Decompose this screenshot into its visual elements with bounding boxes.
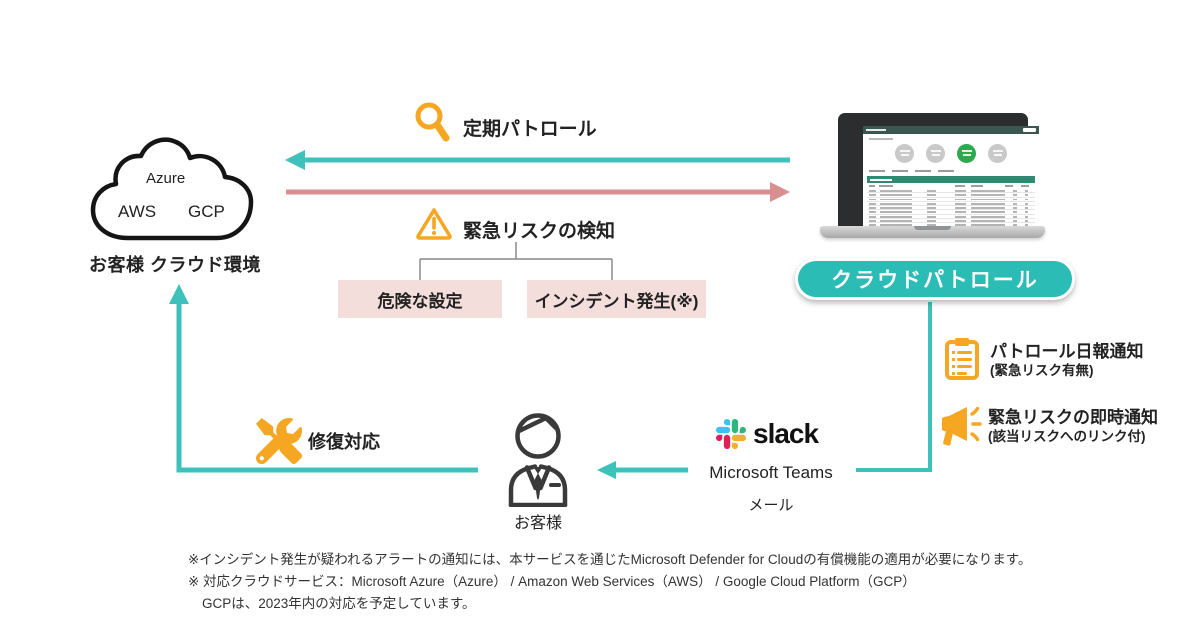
dashboard-header-bar — [863, 126, 1039, 134]
footnote-line: ※インシデント発生が疑われるアラートの通知には、本サービスを通じたMicroso… — [188, 552, 1032, 567]
risk-detection-label: 緊急リスクの検知 — [463, 221, 616, 242]
customer-label: お客様 — [513, 515, 562, 532]
laptop-table-rows — [867, 189, 1035, 228]
dashboard-breadcrumb — [869, 138, 893, 140]
customer-person-icon — [499, 410, 577, 508]
risk-box-dangerous-settings: 危険な設定 — [338, 280, 502, 318]
footnotes: ※インシデント発生が疑われるアラートの通知には、本サービスを通じたMicroso… — [188, 549, 1148, 615]
risk-tree-connector — [419, 242, 613, 281]
immediate-alert-subtitle: (該当リスクへのリンク付) — [988, 429, 1146, 444]
patrol-arrow — [285, 150, 790, 170]
dashboard-column-row — [867, 184, 1035, 188]
slack-logo: slack — [716, 415, 832, 453]
footnote-line: GCPは、2023年内の対応を予定しています。 — [202, 596, 476, 611]
provider-label-gcp: GCP — [188, 202, 225, 221]
warning-triangle-icon — [415, 207, 453, 241]
dashboard-tabs — [869, 170, 954, 172]
tools-icon — [255, 418, 302, 465]
mail-label: メール — [748, 497, 794, 514]
customer-cloud-group — [78, 133, 270, 245]
dashboard-table-header — [867, 176, 1035, 183]
customer-arrow — [597, 461, 688, 479]
provider-label-aws: AWS — [118, 202, 157, 221]
dashboard-screen — [863, 126, 1039, 228]
risk-arrow — [286, 182, 790, 202]
service-name-badge: クラウドパトロール — [795, 258, 1075, 300]
laptop-base — [820, 226, 1045, 238]
clipboard-icon — [944, 337, 980, 381]
risk-box-incident: インシデント発生(※) — [527, 280, 706, 318]
slack-wordmark: slack — [753, 418, 819, 449]
footnote-line: ※ 対応クラウドサービス：Microsoft Azure（Azure） / Am… — [188, 574, 916, 589]
repair-label: 修復対応 — [308, 432, 380, 452]
megaphone-icon — [936, 405, 982, 447]
immediate-alert-title: 緊急リスクの即時通知 — [988, 408, 1158, 427]
daily-report-notification: パトロール日報通知 (緊急リスク有無) — [990, 341, 1144, 380]
patrol-dashboard-laptop — [820, 111, 1045, 243]
slack-icon — [716, 419, 746, 449]
daily-report-subtitle: (緊急リスク有無) — [990, 363, 1094, 378]
provider-label-azure: Azure — [146, 170, 186, 187]
repair-arrow — [169, 284, 478, 473]
daily-report-title: パトロール日報通知 — [990, 342, 1144, 361]
laptop-notch — [914, 226, 951, 230]
magnifier-icon — [414, 101, 452, 145]
cloud-icon — [90, 137, 254, 241]
immediate-alert-notification: 緊急リスクの即時通知 (該当リスクへのリンク付) — [988, 407, 1158, 446]
patrol-label: 定期パトロール — [463, 119, 597, 140]
teams-label: Microsoft Teams — [709, 463, 833, 482]
notify-connector — [856, 302, 932, 472]
laptop-bezel — [838, 113, 1039, 229]
cloud-environment-label: お客様 クラウド環境 — [88, 255, 261, 275]
dashboard-status-circles — [863, 144, 1039, 163]
